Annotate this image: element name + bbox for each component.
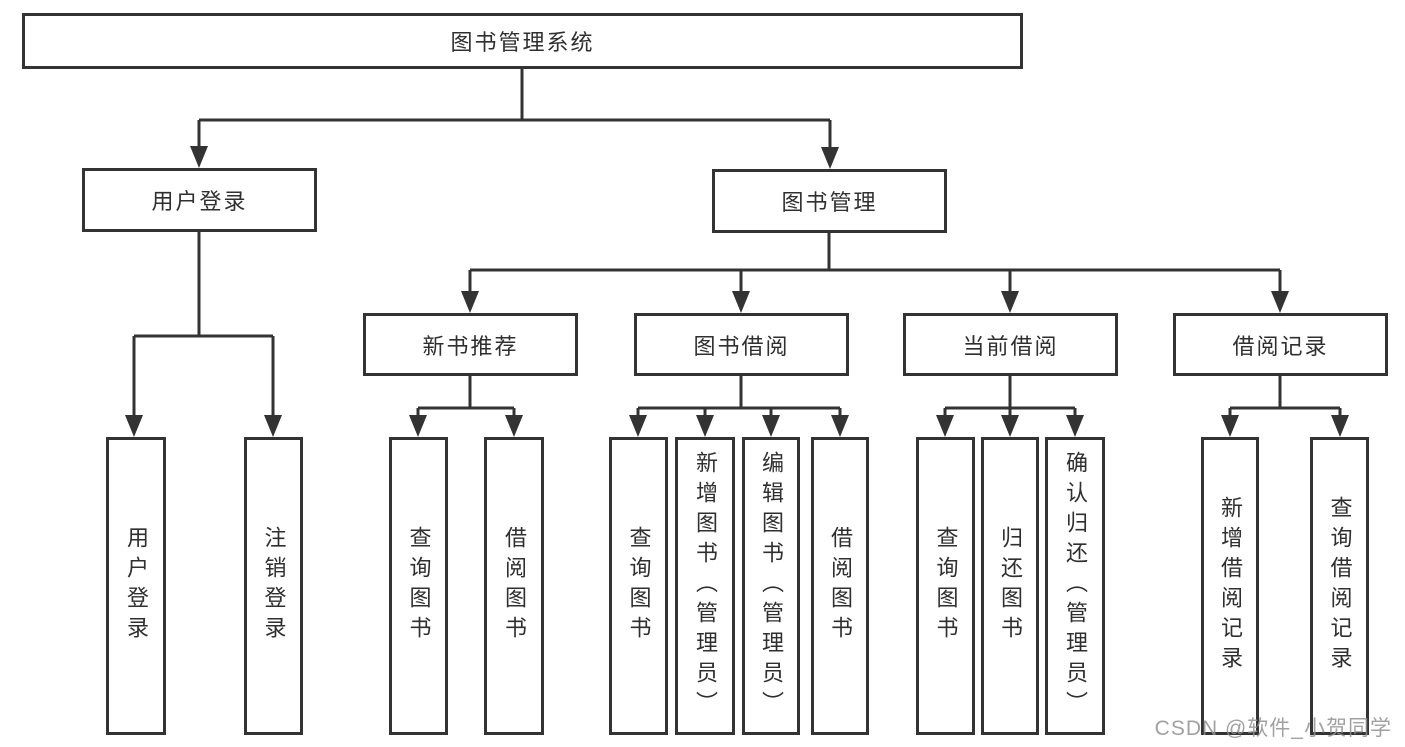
leaf-user-login: 用户登录 <box>106 437 166 735</box>
connector-lines <box>132 69 1342 421</box>
node-library-management-system: 图书管理系统 <box>22 13 1023 69</box>
node-label: 查询图书 <box>933 526 959 646</box>
node-new-book-recommendation: 新书推荐 <box>363 313 578 376</box>
node-label: 借阅图书 <box>502 526 527 646</box>
node-label: 归还图书 <box>998 526 1023 646</box>
node-label: 借阅记录 <box>1232 333 1329 359</box>
arrowhead-markers <box>125 146 1349 437</box>
node-label: 用户登录 <box>124 526 149 646</box>
leaf-add-book-admin: 新增图书（管理员） <box>675 437 735 735</box>
node-label: 新增借阅记录 <box>1218 496 1243 676</box>
leaf-borrow-books-borrowing: 借阅图书 <box>811 437 869 735</box>
node-user-login: 用户登录 <box>82 168 317 232</box>
node-label: 查询图书 <box>406 526 432 646</box>
node-label: 当前借阅 <box>962 333 1059 359</box>
node-book-management: 图书管理 <box>712 169 947 233</box>
leaf-logout: 注销登录 <box>244 437 303 735</box>
leaf-query-books-borrowing: 查询图书 <box>609 437 668 735</box>
leaf-edit-book-admin: 编辑图书（管理员） <box>742 437 800 735</box>
leaf-confirm-return-admin: 确认归还（管理员） <box>1045 437 1105 735</box>
node-label: 查询图书 <box>626 526 652 646</box>
leaf-query-borrow-record: 查询借阅记录 <box>1310 437 1369 735</box>
leaf-borrow-books-recommend: 借阅图书 <box>484 437 544 735</box>
node-label: 图书管理系统 <box>450 30 595 55</box>
node-label: 图书借阅 <box>693 333 790 359</box>
leaf-add-borrow-record: 新增借阅记录 <box>1201 437 1259 735</box>
node-borrowing-records: 借阅记录 <box>1173 313 1388 376</box>
node-label: 注销登录 <box>261 526 287 646</box>
node-label: 新书推荐 <box>422 333 519 359</box>
node-label: 编辑图书（管理员） <box>759 451 784 721</box>
leaf-return-book: 归还图书 <box>981 437 1039 735</box>
node-book-borrowing: 图书借阅 <box>634 313 849 376</box>
node-label: 新增图书（管理员） <box>693 451 718 721</box>
watermark-text: CSDN @软件_小贺同学 <box>1154 717 1392 740</box>
node-label: 图书管理 <box>781 190 878 215</box>
node-label: 借阅图书 <box>828 526 853 646</box>
node-current-borrowing: 当前借阅 <box>903 313 1118 376</box>
leaf-query-books-recommend: 查询图书 <box>389 437 448 735</box>
node-label: 用户登录 <box>151 189 248 214</box>
leaf-query-books-current: 查询图书 <box>916 437 975 735</box>
node-label: 确认归还（管理员） <box>1063 451 1088 721</box>
node-label: 查询借阅记录 <box>1327 496 1353 676</box>
